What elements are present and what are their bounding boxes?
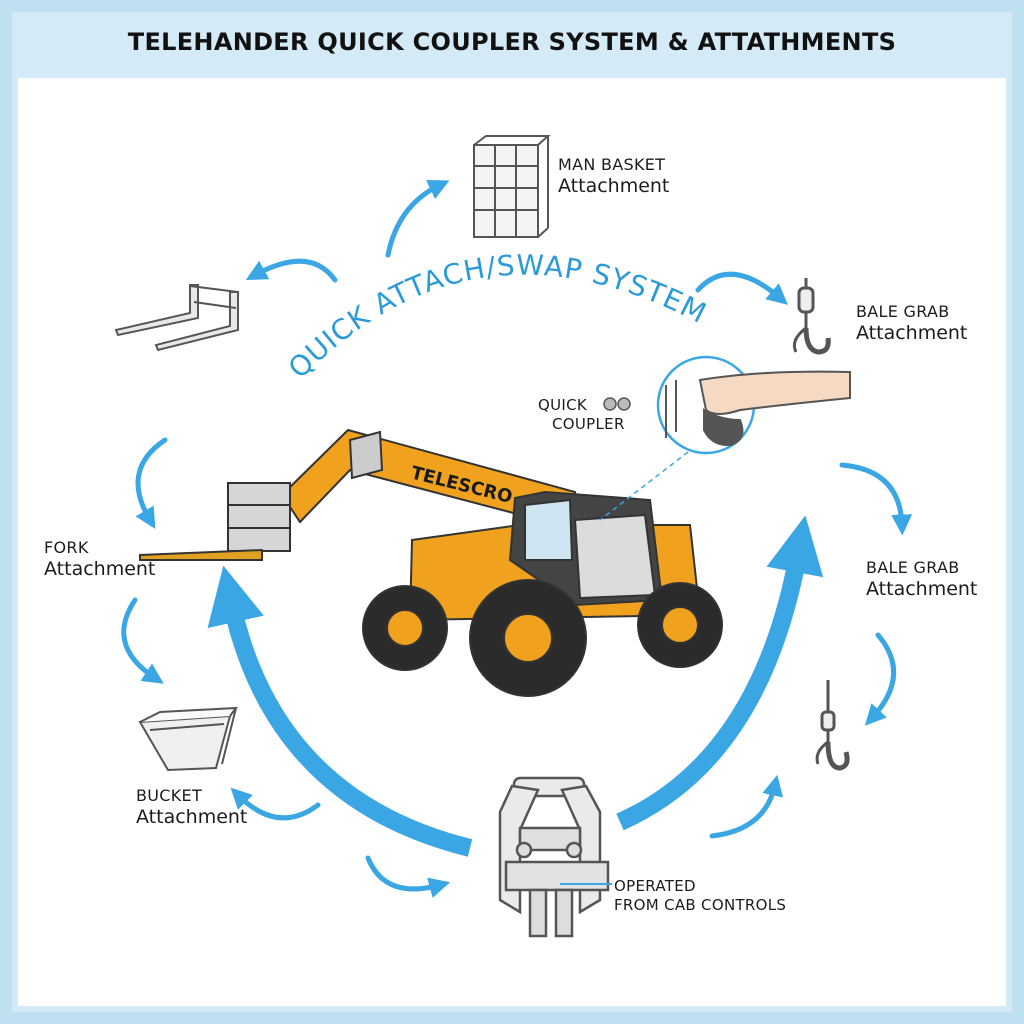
coupler-callout-line (599, 451, 689, 521)
page-title: TELEHANDER QUICK COUPLER SYSTEM & ATTATH… (127, 28, 897, 56)
cycle-arrow-right (616, 515, 824, 831)
coupler-plate-icon (498, 776, 610, 938)
label-bale-grab-top: BALE GRAB Attachment (856, 302, 968, 344)
coupler-pin-icon (603, 397, 631, 411)
arc-title: QUICK ATTACH/SWAP SYSTEM (282, 248, 712, 384)
pallet-fork-icon (114, 284, 239, 352)
arc-title-text: QUICK ATTACH/SWAP SYSTEM (282, 248, 711, 384)
hook-icon (792, 278, 831, 355)
swap-arrows (121, 180, 913, 898)
telehandler-machine (139, 428, 723, 697)
label-operated: OPERATED FROM CAB CONTROLS (614, 877, 787, 914)
label-bucket: BUCKET Attachment (136, 786, 248, 828)
label-man-basket: MAN BASKET Attachment (558, 155, 670, 197)
label-bale-grab-mid: BALE GRAB Attachment (866, 558, 978, 600)
bucket-icon (138, 706, 239, 772)
label-fork: FORK Attachment (44, 538, 156, 580)
cycle-arrow-left (207, 565, 473, 857)
man-basket-icon (473, 135, 551, 238)
label-quick-coupler: QUICK COUPLER (538, 396, 625, 433)
hook-icon-small (815, 680, 850, 771)
hand-control-icon (665, 370, 851, 447)
